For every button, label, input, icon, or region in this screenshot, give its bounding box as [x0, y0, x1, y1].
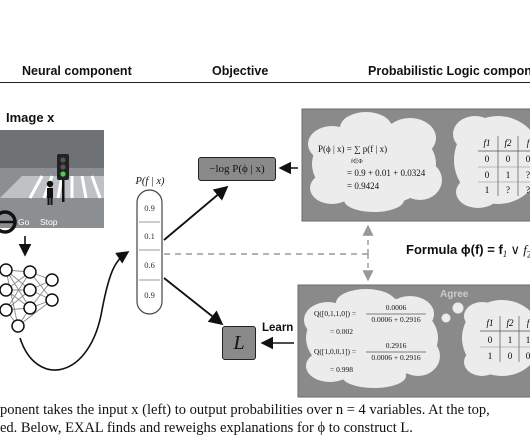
- prob-vector-label: P(f | x): [134, 176, 165, 187]
- prob-value-4: 0.9: [144, 290, 155, 300]
- top-table-header-f1: f1: [483, 138, 490, 148]
- bottom-cloud-shape: [304, 289, 440, 388]
- top-table-cell: ?: [526, 185, 530, 195]
- stop-button-label: Stop: [40, 217, 58, 227]
- probability-vector: [136, 189, 163, 315]
- top-table-cell: 0: [506, 154, 511, 164]
- bottom-q1-result: = 0.002: [330, 327, 353, 336]
- bottom-table-cell: 0: [526, 351, 530, 361]
- top-table-cell: 1: [506, 170, 511, 180]
- bottom-q2-lhs: Q([1,0,0,1]) =: [314, 347, 356, 356]
- formula-subscript: 1: [502, 249, 508, 259]
- bottom-table-cell: 1: [508, 335, 513, 345]
- objective-box: −log P(ϕ | x): [198, 157, 276, 181]
- probs-to-objective-arrow: [163, 185, 229, 241]
- learn-label: Learn: [262, 322, 294, 334]
- bottom-table-header-f2: f2: [506, 318, 514, 328]
- bottom-q2-numerator: 0.2916: [386, 341, 407, 350]
- top-cloud-shape: [308, 112, 442, 212]
- bottom-table-header-f3: f: [527, 318, 530, 328]
- agree-label: Agree: [440, 289, 469, 300]
- neural-network-nodes: [0, 263, 59, 333]
- header-probabilistic-logic: Probabilistic Logic componen: [368, 64, 530, 78]
- bottom-table-cell: 0: [508, 351, 513, 361]
- top-cloud-line-3: = 0.9424: [347, 181, 380, 191]
- top-table-header-f2: f2: [504, 138, 512, 148]
- top-cloud-line-2: = 0.9 + 0.01 + 0.0324: [347, 168, 426, 178]
- bottom-q1-denominator: 0.0006 + 0.2916: [371, 315, 420, 324]
- top-table-cell: ?: [526, 170, 530, 180]
- top-cloud-sum-subscript: f∈Φ: [351, 158, 363, 165]
- bottom-table-cloud: [462, 300, 530, 376]
- top-table-cell: 0: [485, 170, 490, 180]
- bottom-table-header-f1: f1: [486, 318, 493, 328]
- top-table-cell: 0: [526, 154, 530, 164]
- caption-line-1: ponent takes the input x (left) to outpu…: [0, 402, 490, 418]
- formula-text: Formula ϕ(f) = f: [406, 242, 503, 257]
- top-table-cloud: [453, 116, 530, 208]
- loss-box: L: [222, 326, 256, 360]
- traffic-light-icon: [57, 154, 69, 202]
- steering-wheel-icon: [0, 210, 17, 234]
- header-divider: [0, 82, 530, 83]
- image-label: Image x: [6, 110, 55, 125]
- bottom-q2-result: = 0.998: [330, 365, 353, 374]
- agree-dots: [441, 302, 464, 323]
- top-table-cell: ?: [506, 185, 510, 195]
- top-table-cell: 0: [485, 154, 490, 164]
- formula-or: ∨ f2: [507, 242, 530, 260]
- prob-value-1: 0.9: [144, 203, 155, 213]
- prob-value-2: 0.1: [144, 231, 155, 241]
- network-to-probs-curve: [19, 251, 130, 371]
- bottom-q1-numerator: 0.0006: [386, 303, 407, 312]
- probs-to-loss-arrow: [163, 277, 224, 326]
- caption-line-2: ed. Below, EXAL finds and reweighs expla…: [0, 420, 413, 436]
- scene-image: [0, 130, 104, 228]
- header-neural-component: Neural component: [22, 64, 132, 78]
- top-truth-table: f1 f2 f 0 0 0 0 1 ? 1 ? ?: [478, 136, 530, 196]
- bottom-q1-lhs: Q([0,1,1,0]) =: [314, 309, 356, 318]
- top-table-header-f3: f: [527, 138, 530, 148]
- pedestrian-icon: [46, 180, 54, 205]
- bottom-table-cell: 1: [488, 351, 493, 361]
- formula-label: Formula ϕ(f) = f1 ∨ f2: [406, 242, 530, 260]
- top-table-cell: 1: [485, 185, 490, 195]
- bottom-truth-table: f1 f2 f 0 1 1 1 0 0: [480, 316, 530, 362]
- go-button-label: Go: [18, 217, 30, 227]
- header-objective: Objective: [212, 64, 269, 78]
- bottom-q2-denominator: 0.0006 + 0.2916: [371, 353, 420, 362]
- top-cloud-line-1: P(ϕ | x) = ∑ p(f | x): [318, 144, 387, 154]
- bottom-table-cell: 0: [488, 335, 493, 345]
- bottom-table-cell: 1: [526, 335, 530, 345]
- prob-value-3: 0.6: [144, 260, 155, 270]
